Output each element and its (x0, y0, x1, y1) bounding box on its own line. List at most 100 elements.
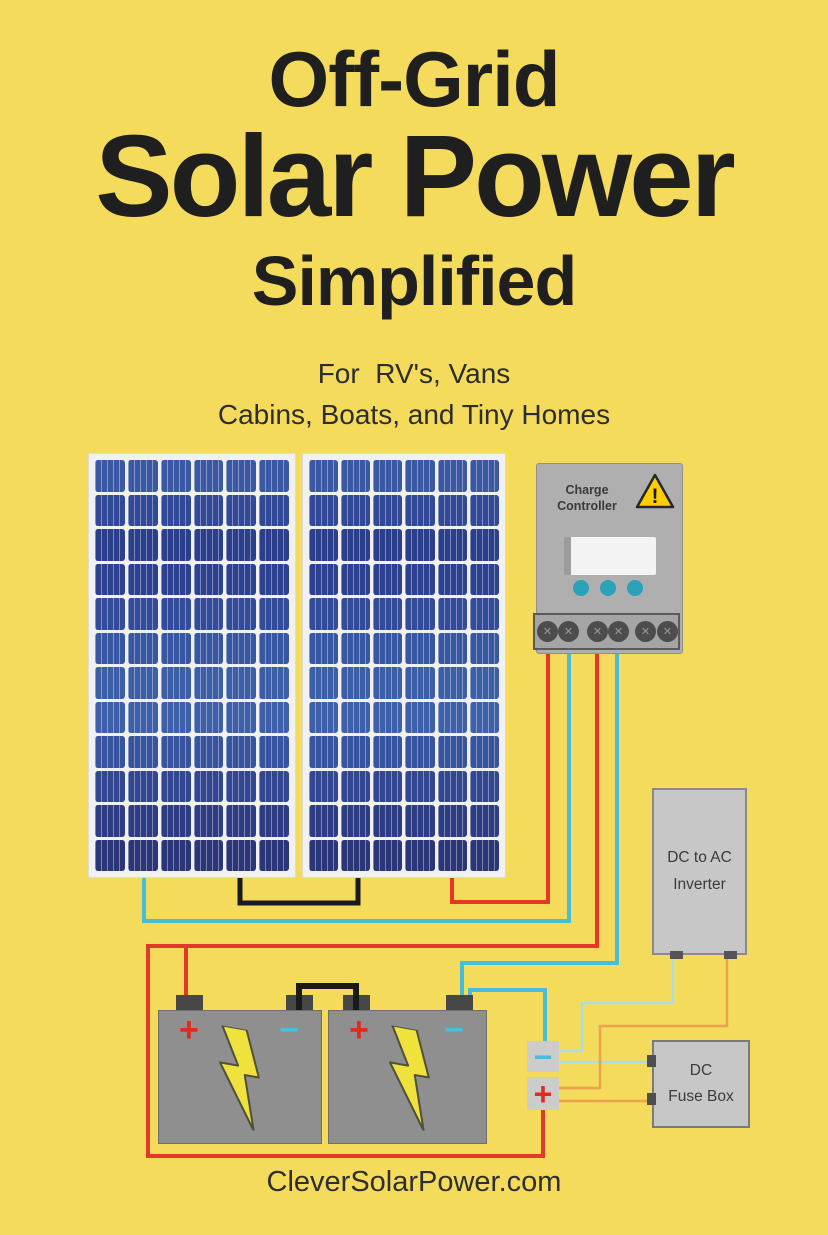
battery2-negative-sign: − (444, 1011, 464, 1049)
solar-cell (437, 529, 467, 561)
battery1-positive-post (176, 995, 203, 1010)
solar-cell (193, 529, 224, 561)
solar-cell (193, 701, 224, 733)
solar-cell (127, 460, 158, 492)
solar-cell (469, 460, 499, 492)
solar-cell (127, 632, 158, 664)
solar-cell (160, 736, 191, 768)
fuse-box-label-line2: Fuse Box (668, 1088, 734, 1105)
solar-cell (95, 632, 125, 664)
solar-cell (437, 805, 467, 837)
inverter-label-line1: DC to AC (667, 849, 732, 867)
solar-cell (160, 839, 191, 871)
solar-cell (469, 529, 499, 561)
solar-cell (469, 563, 499, 595)
solar-cell (405, 805, 435, 837)
lightning-bolt-icon (388, 1024, 430, 1132)
charge-controller-label: Charge Controller (545, 482, 629, 515)
screw-terminal-icon: ✕ (537, 621, 558, 642)
controller-button (573, 580, 589, 596)
solar-cell (127, 598, 158, 630)
solar-cell (193, 494, 224, 526)
solar-cell (226, 839, 257, 871)
solar-cell (405, 494, 435, 526)
title-line-2: Solar Power (95, 111, 735, 241)
solar-cell (193, 667, 224, 699)
solar-cell (309, 667, 339, 699)
title-line-1: Off-Grid (268, 35, 561, 123)
screw-terminal-icon: ✕ (657, 621, 678, 642)
solar-cell (405, 667, 435, 699)
solar-cell (160, 770, 191, 802)
solar-cell (259, 839, 289, 871)
dc-fuse-box: DC Fuse Box (647, 1040, 750, 1128)
solar-cell (309, 632, 339, 664)
solar-cell (405, 736, 435, 768)
solar-cell (437, 460, 467, 492)
screw-terminal-icon: ✕ (558, 621, 579, 642)
solar-cell (341, 494, 371, 526)
solar-cell (127, 736, 158, 768)
fuse-box-positive-terminal (647, 1093, 656, 1105)
solar-cell (469, 701, 499, 733)
solar-cell (309, 736, 339, 768)
battery2-negative-post (446, 995, 473, 1010)
solar-cell (373, 736, 403, 768)
solar-cell (127, 701, 158, 733)
solar-cell (405, 529, 435, 561)
inverter-label-line2: Inverter (673, 875, 726, 893)
solar-cell (193, 563, 224, 595)
solar-cell (259, 494, 289, 526)
solar-cell (95, 494, 125, 526)
solar-cell (469, 494, 499, 526)
solar-cell (373, 839, 403, 871)
solar-cell (160, 529, 191, 561)
solar-cell (373, 632, 403, 664)
solar-cell (309, 494, 339, 526)
wire-bus-positive-to-inverter (558, 956, 729, 1090)
solar-cell (309, 460, 339, 492)
battery-2: + − (328, 1010, 487, 1144)
solar-cell (373, 701, 403, 733)
solar-cell (373, 598, 403, 630)
inverter-negative-terminal (670, 951, 683, 959)
wire-pv-positive (450, 650, 550, 904)
solar-cell (373, 770, 403, 802)
title-line-3: Simplified (251, 242, 577, 320)
controller-terminal-strip: ✕✕✕✕✕✕ (533, 613, 680, 650)
solar-cell (341, 529, 371, 561)
solar-cell (373, 805, 403, 837)
solar-cell (437, 736, 467, 768)
solar-cell (95, 770, 125, 802)
solar-cell (95, 563, 125, 595)
wire-controller-to-battery-negative (460, 650, 619, 1002)
solar-cell (309, 839, 339, 871)
solar-cell (309, 598, 339, 630)
solar-cell (437, 701, 467, 733)
solar-cell (193, 805, 224, 837)
wire-controller-to-battery-positive (146, 650, 599, 1158)
lcd-screen (564, 537, 656, 575)
solar-panel-grid (309, 460, 499, 871)
solar-cell (469, 598, 499, 630)
solar-cell (373, 460, 403, 492)
solar-panel-1 (88, 453, 296, 878)
solar-cell (373, 667, 403, 699)
solar-cell (160, 598, 191, 630)
solar-cell (127, 770, 158, 802)
solar-cell (160, 632, 191, 664)
solar-cell (309, 529, 339, 561)
solar-cell (309, 770, 339, 802)
controller-buttons (573, 580, 653, 596)
solar-cell (373, 529, 403, 561)
screw-terminal-icon: ✕ (608, 621, 629, 642)
solar-panel-grid (95, 460, 289, 871)
solar-cell (193, 632, 224, 664)
solar-panel-2 (302, 453, 506, 878)
controller-button (600, 580, 616, 596)
solar-cell (259, 529, 289, 561)
solar-cell (226, 632, 257, 664)
solar-cell (309, 701, 339, 733)
solar-cell (160, 805, 191, 837)
solar-cell (469, 736, 499, 768)
